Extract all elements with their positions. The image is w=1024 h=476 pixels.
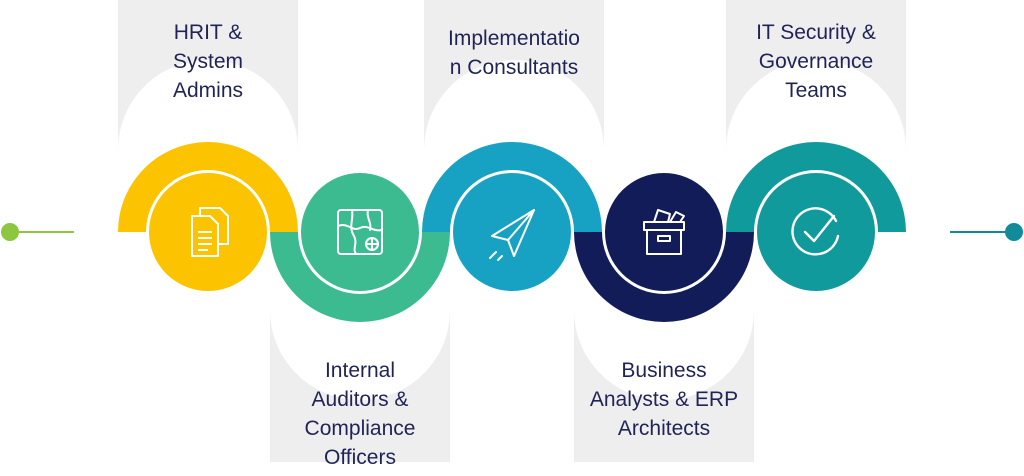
check-circle-icon <box>791 207 840 256</box>
circle-impl <box>453 173 571 291</box>
panel-audit <box>270 310 450 462</box>
stage-label-it-security: IT Security & Governance Teams <box>756 21 876 102</box>
panel-itsec <box>726 0 906 150</box>
stage-label-hrit: HRIT & System Admins <box>172 21 244 102</box>
circle-itsec <box>757 173 875 291</box>
panel-hrit <box>118 0 298 150</box>
arc-audit <box>270 232 450 322</box>
arc-ba <box>574 232 754 322</box>
arc-hrit <box>118 142 298 232</box>
stage-label-consultants: Implementatio n Consultants <box>448 27 580 79</box>
documents-icon <box>191 207 229 257</box>
end-dot <box>1005 223 1023 241</box>
stage-label-auditors: Internal Auditors & Compliance Officers <box>304 359 416 469</box>
stage-label-business-analysts: Business Analysts & ERP Architects <box>589 359 739 440</box>
paper-plane-icon <box>489 209 535 261</box>
circle-ba <box>605 173 723 291</box>
arc-impl <box>422 142 602 232</box>
circle-audit <box>301 173 419 291</box>
panel-impl <box>424 0 604 150</box>
panel-ba <box>574 310 754 462</box>
archive-box-icon <box>643 209 685 255</box>
arc-itsec <box>726 142 906 232</box>
start-dot <box>1 223 19 241</box>
map-icon <box>337 209 383 255</box>
